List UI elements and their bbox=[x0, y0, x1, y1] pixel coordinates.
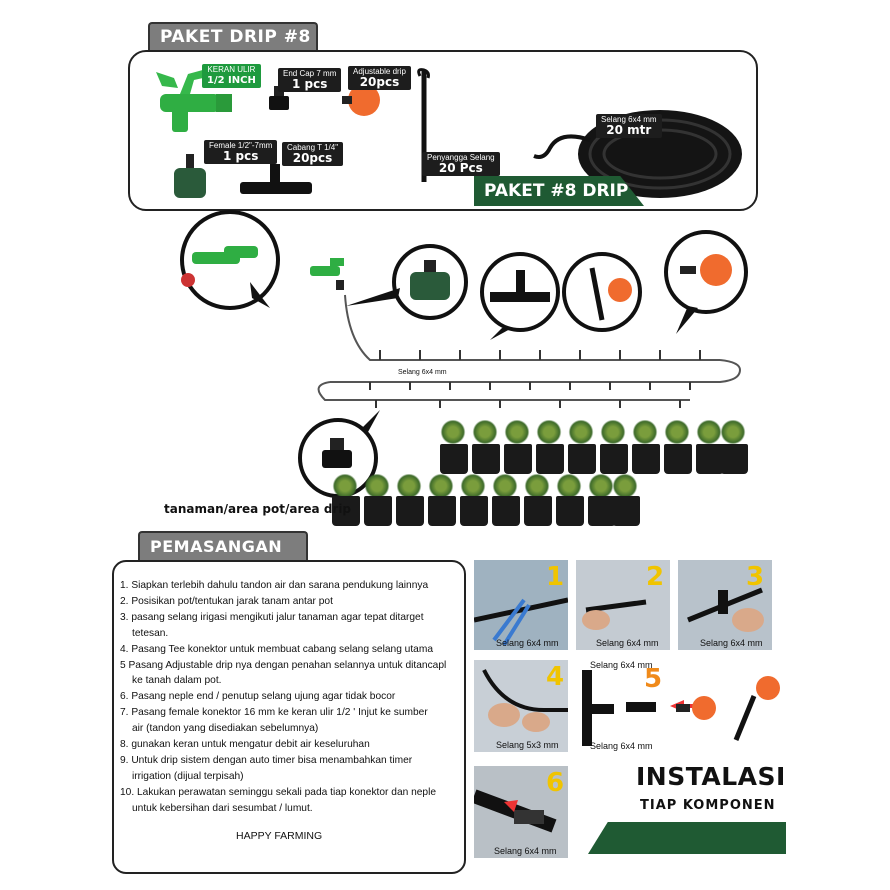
diagram-hose-label: Selang 6x4 mm bbox=[398, 369, 447, 376]
photo-caption: Selang 6x4 mm bbox=[596, 638, 659, 648]
step-line: 7. Pasang female konektor 16 mm ke keran… bbox=[120, 707, 428, 719]
photo-caption: Selang 6x4 mm bbox=[590, 660, 653, 670]
step-number: 6 bbox=[546, 768, 565, 798]
stake-callout bbox=[562, 252, 642, 332]
step-line: irrigation (dijual terpisah) bbox=[132, 770, 244, 782]
photo-caption: Selang 5x3 mm bbox=[496, 740, 559, 750]
photo-step-5 bbox=[576, 660, 786, 752]
step-number: 5 bbox=[644, 664, 663, 694]
tap-callout bbox=[180, 210, 280, 310]
drip-callout bbox=[664, 230, 748, 334]
step-line: tetesan. bbox=[132, 627, 169, 639]
instalasi-subtitle: TIAP KOMPONEN bbox=[640, 798, 776, 813]
photo-step-1 bbox=[474, 560, 568, 650]
step-line: untuk kebersihan dari sesumbat / lumut. bbox=[132, 802, 313, 814]
step-line: 10. Lakukan perawatan seminggu sekali pa… bbox=[120, 786, 437, 798]
photo-step-2 bbox=[576, 560, 670, 650]
photo-step-3 bbox=[678, 560, 772, 650]
install-steps: 1. Siapkan terlebih dahulu tandon air da… bbox=[120, 578, 470, 817]
step-line: ke tanah dalam pot. bbox=[132, 675, 222, 687]
paket-header: PAKET DRIP #8 bbox=[148, 22, 318, 51]
paket-badge: PAKET #8 DRIP bbox=[474, 176, 644, 206]
happy-farming: HAPPY FARMING bbox=[236, 830, 323, 842]
small-tap bbox=[310, 258, 344, 290]
step-number: 4 bbox=[546, 662, 565, 692]
instalasi-title: INSTALASI bbox=[636, 762, 786, 791]
female-connector-icon bbox=[174, 154, 206, 198]
photo-caption: Selang 6x4 mm bbox=[700, 638, 763, 648]
photo-caption: Selang 6x4 mm bbox=[590, 741, 653, 751]
photo-step-4 bbox=[474, 660, 568, 752]
step-number: 1 bbox=[546, 562, 565, 592]
step-line: air (tandon yang disediakan sebelumnya) bbox=[132, 723, 319, 735]
female-callout bbox=[346, 244, 468, 320]
tee-connector-label: Cabang T 1/4"20pcs bbox=[282, 142, 344, 166]
end-cap-icon bbox=[269, 86, 289, 110]
tee-connector-icon bbox=[240, 164, 312, 194]
step-number: 3 bbox=[746, 562, 765, 592]
step-line: 1. Siapkan terlebih dahulu tandon air da… bbox=[120, 580, 429, 591]
pemasangan-panel bbox=[112, 560, 466, 874]
step-line: 8. gunakan keran untuk mengatur debit ai… bbox=[120, 739, 370, 751]
photo-caption: Selang 6x4 mm bbox=[496, 638, 559, 648]
step-number: 2 bbox=[646, 562, 665, 592]
step-line: 3. pasang selang irigasi mengikuti jalur… bbox=[120, 611, 424, 623]
instalasi-band bbox=[588, 822, 786, 854]
step-line: 5 Pasang Adjustable drip nya dengan pena… bbox=[120, 659, 447, 671]
photo-caption: Selang 6x4 mm bbox=[494, 846, 557, 856]
step-line: 6. Pasang neple end / penutup selang uju… bbox=[120, 691, 396, 703]
drip-layout-diagram bbox=[180, 210, 748, 498]
step-line: 9. Untuk drip sistem dengan auto timer b… bbox=[120, 754, 413, 766]
area-label: tanaman/area pot/area drip bbox=[164, 502, 352, 516]
tee-callout bbox=[480, 252, 560, 340]
step-line: 4. Pasang Tee konektor untuk membuat cab… bbox=[120, 643, 434, 655]
step-line: 2. Posisikan pot/tentukan jarak tanam an… bbox=[120, 595, 333, 607]
photo-step-6 bbox=[474, 766, 568, 858]
pemasangan-header: PEMASANGAN bbox=[138, 531, 308, 561]
